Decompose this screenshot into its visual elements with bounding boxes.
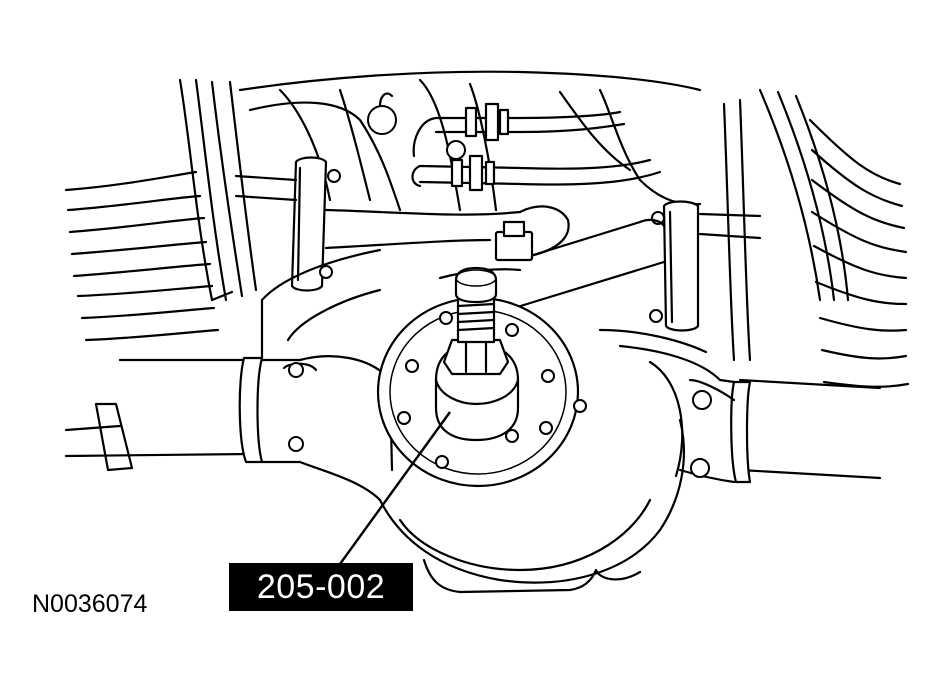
- figure-id-label: N0036074: [32, 590, 148, 618]
- axle-tubes: [64, 356, 882, 484]
- left-leaf-spring: [64, 78, 258, 342]
- pinion-flange-tool: [434, 266, 520, 442]
- brake-lines-and-tank: [238, 70, 702, 212]
- tool-callout-label: 205-002: [229, 563, 413, 611]
- left-shock-absorber: [234, 156, 341, 292]
- upper-control-arms: [324, 205, 666, 310]
- right-shock-absorber: [649, 200, 762, 332]
- right-leaf-spring: [722, 88, 910, 388]
- callout-leader-line: [339, 411, 451, 565]
